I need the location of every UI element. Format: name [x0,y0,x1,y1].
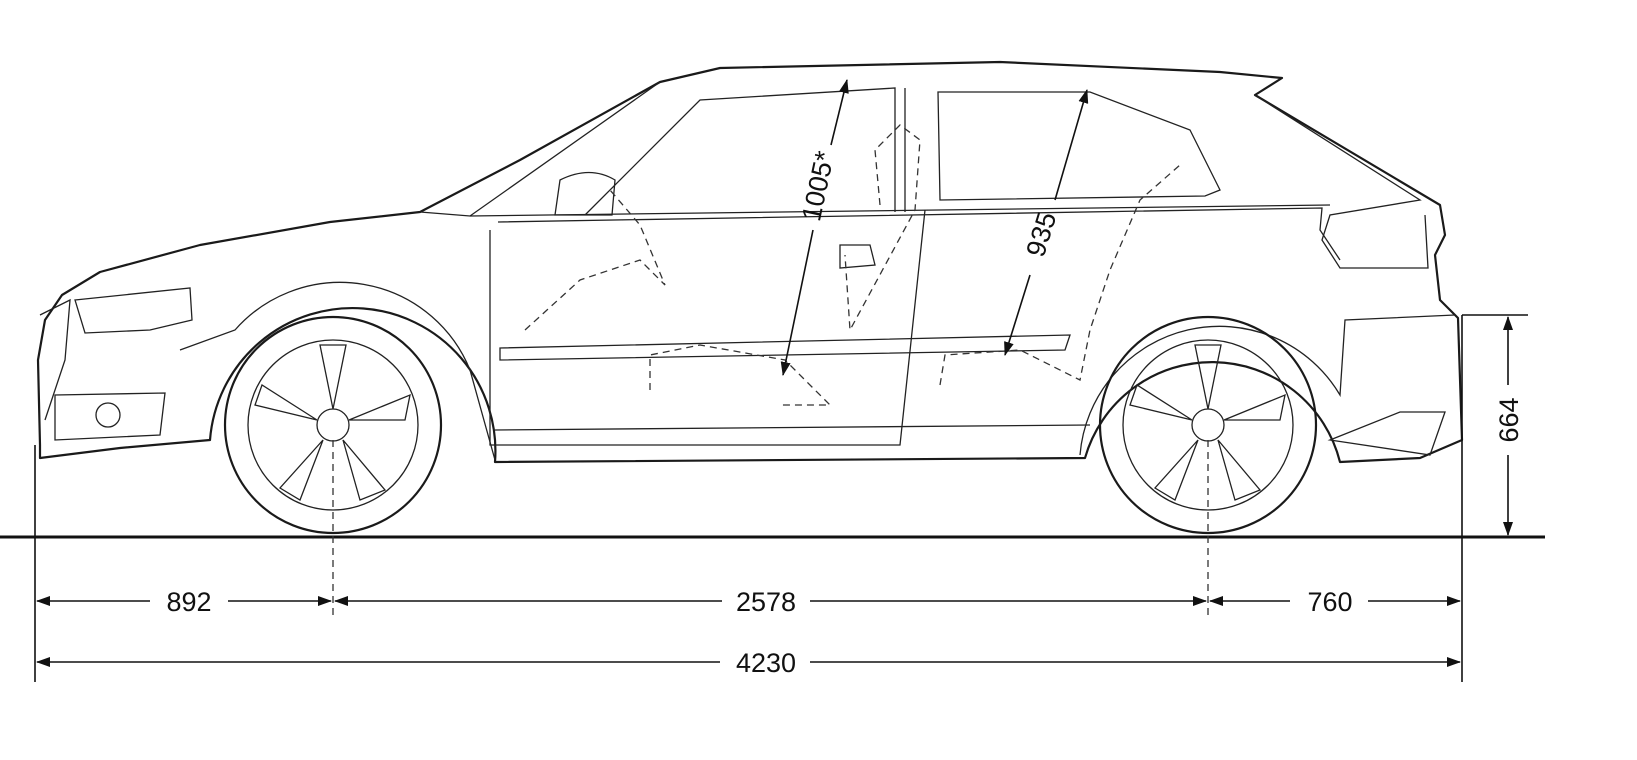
front-overhang-label: 892 [166,587,211,617]
dimension-rear-height: 664 [1494,316,1524,536]
car-body-outline [36,60,1464,464]
dimension-front-overhang: 892 [36,587,332,617]
rear-wheel [1098,315,1318,535]
dimension-rear-headroom: 935 [1004,89,1089,356]
dimension-front-headroom: 1005* [780,79,849,376]
dimension-overall-length: 4230 [36,648,1461,678]
rear-height-label: 664 [1494,397,1524,442]
rear-overhang-label: 760 [1307,587,1352,617]
dimension-rear-overhang: 760 [1209,587,1461,617]
dimension-wheelbase: 2578 [334,587,1207,617]
wheelbase-label: 2578 [736,587,796,617]
rear-headroom-label: 935 [1020,208,1062,260]
extension-lines [34,314,1528,682]
front-headroom-label: 1005* [796,148,840,224]
front-wheel [223,315,443,535]
overall-length-label: 4230 [736,648,796,678]
